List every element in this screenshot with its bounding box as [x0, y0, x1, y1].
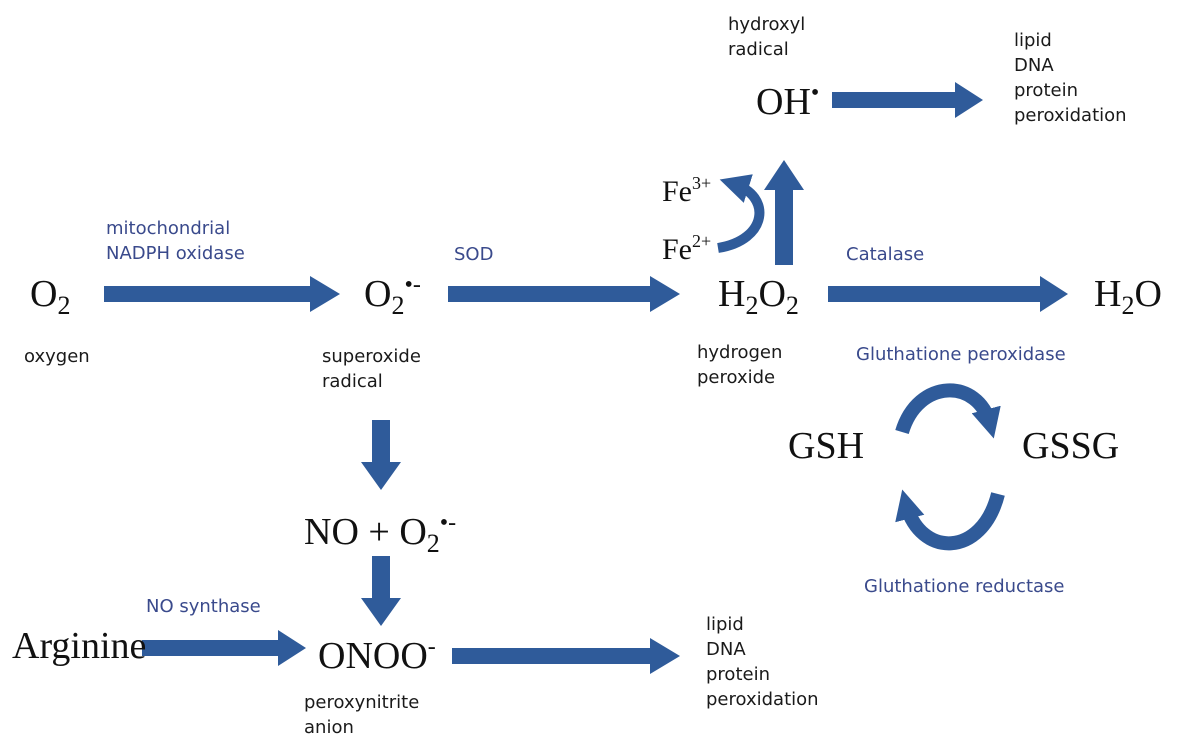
peroxynitrite-formula: ONOO-	[318, 634, 436, 677]
arrow-no-to-peroxynitrite	[361, 556, 401, 626]
superoxide-label: superoxide radical	[322, 346, 421, 392]
h2o2-label: hydrogen peroxide	[697, 342, 783, 388]
hydroxyl-formula: OH•	[756, 80, 820, 123]
arrow-arginine-to-peroxynitrite	[142, 630, 306, 666]
damage-top-list: lipid DNA protein peroxidation	[1014, 30, 1127, 126]
arrow-superoxide-down	[361, 420, 401, 490]
enzyme-glutathione-peroxidase: Gluthatione peroxidase	[856, 344, 1066, 365]
enzyme-glutathione-reductase: Gluthatione reductase	[864, 576, 1065, 597]
peroxynitrite-label: peroxynitrite anion	[304, 692, 420, 738]
enzyme-no-synthase: NO synthase	[146, 596, 261, 617]
h2o2-formula: H2O2	[718, 273, 799, 320]
arrow-superoxide-to-h2o2	[448, 276, 680, 312]
enzyme-nadph-oxidase: mitochondrial NADPH oxidase	[106, 218, 245, 264]
oxygen-label: oxygen	[24, 346, 90, 367]
enzyme-catalase: Catalase	[846, 244, 925, 265]
damage-bottom-list: lipid DNA protein peroxidation	[706, 614, 819, 710]
arrow-peroxynitrite-to-damage	[452, 638, 680, 674]
gssg-label: GSSG	[1022, 425, 1120, 467]
arrow-hydroxyl-to-damage	[832, 82, 983, 118]
arginine-label: Arginine	[12, 625, 147, 667]
oxygen-formula: O2	[30, 273, 71, 320]
fe3-formula: Fe3+	[662, 173, 712, 208]
arrow-gssg-to-gsh-curve	[895, 489, 1005, 551]
fe2-formula: Fe2+	[662, 231, 712, 266]
hydroxyl-label: hydroxyl radical	[728, 14, 806, 60]
arrow-oxygen-to-superoxide	[104, 276, 340, 312]
superoxide-formula: O2•-	[364, 272, 421, 320]
arrow-h2o2-to-hydroxyl	[764, 160, 804, 265]
gsh-label: GSH	[788, 425, 865, 467]
arrow-gsh-to-gssg-curve	[895, 383, 1001, 439]
no-plus-superoxide-formula: NO + O2•-	[304, 510, 457, 558]
enzyme-sod: SOD	[454, 244, 494, 265]
arrow-fe2-to-fe3-curve	[717, 174, 765, 253]
arrow-h2o2-to-water	[828, 276, 1068, 312]
water-formula: H2O	[1094, 273, 1162, 320]
